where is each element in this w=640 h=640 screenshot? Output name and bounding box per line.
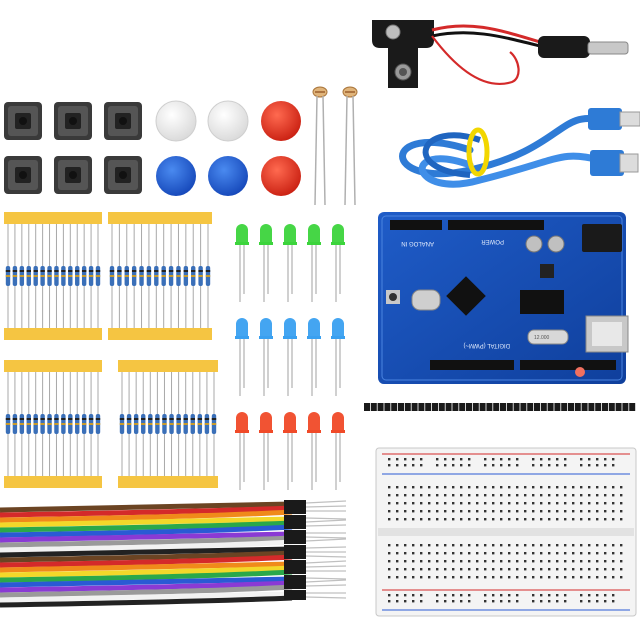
led (307, 224, 321, 302)
uno-board: ANALOG IN POWER DIGITAL (PWM~) 12.000 (378, 212, 629, 384)
button-cap-white (207, 100, 249, 142)
tactile-button (4, 102, 42, 140)
photoresistors (312, 86, 358, 206)
led (235, 318, 249, 396)
breadboard-holes (388, 458, 623, 603)
jumper-wire (0, 500, 347, 513)
jumper-wire (0, 575, 347, 588)
tactile-button (54, 102, 92, 140)
button-cap-white (155, 100, 197, 142)
resistor-strip (4, 360, 102, 488)
button-caps (155, 100, 301, 196)
jumper-wire (0, 594, 347, 608)
jumper-wire (0, 508, 346, 523)
led (331, 224, 345, 302)
tactile-button (54, 156, 92, 194)
button-cap-red (261, 156, 301, 196)
jumper-wire (0, 560, 347, 573)
pin-header (364, 403, 636, 411)
resistor-strip (108, 212, 212, 340)
battery-clip (372, 20, 629, 88)
tactile-buttons (4, 102, 142, 194)
photoresistor (312, 86, 328, 206)
led (331, 318, 345, 396)
jumper-wire (0, 523, 347, 538)
button-cap-red (261, 101, 301, 141)
tactile-button (104, 102, 142, 140)
led (331, 412, 345, 490)
board-power-label: POWER (481, 238, 504, 244)
jumper-wires (0, 500, 347, 608)
board-crystal-label: 12.000 (534, 335, 550, 341)
tactile-button (4, 156, 42, 194)
jumper-wire (0, 534, 347, 548)
led (259, 224, 273, 302)
photoresistor (342, 86, 358, 206)
jumper-wire (0, 564, 347, 578)
led (235, 412, 249, 490)
jumper-wire (0, 530, 346, 543)
leds (235, 224, 345, 490)
jumper-wire (0, 538, 347, 553)
resistor-strips (4, 212, 218, 488)
board-digital-label: DIGITAL (PWM~) (463, 342, 510, 348)
board-analog-label: ANALOG IN (401, 240, 434, 246)
jumper-wire (0, 553, 347, 568)
jumper-wire (0, 549, 346, 563)
tactile-button (104, 156, 142, 194)
jumper-wire (0, 590, 346, 603)
breadboard (375, 447, 637, 617)
jumper-wire (0, 504, 347, 518)
jumper-wire (0, 545, 347, 558)
led (307, 412, 321, 490)
usb-cable (399, 108, 640, 188)
jumper-wire (0, 515, 347, 528)
led (283, 224, 297, 302)
resistor-strip (118, 360, 218, 488)
led (235, 224, 249, 302)
resistor-strip (4, 212, 102, 340)
button-cap-blue (208, 156, 248, 196)
jumper-wire (0, 579, 347, 593)
jumper-wire (0, 519, 347, 533)
jumper-wire (0, 568, 346, 583)
button-cap-blue (156, 156, 196, 196)
led (259, 318, 273, 396)
led (307, 318, 321, 396)
led (259, 412, 273, 490)
jumper-wire (0, 583, 347, 598)
led (283, 412, 297, 490)
led (283, 318, 297, 396)
